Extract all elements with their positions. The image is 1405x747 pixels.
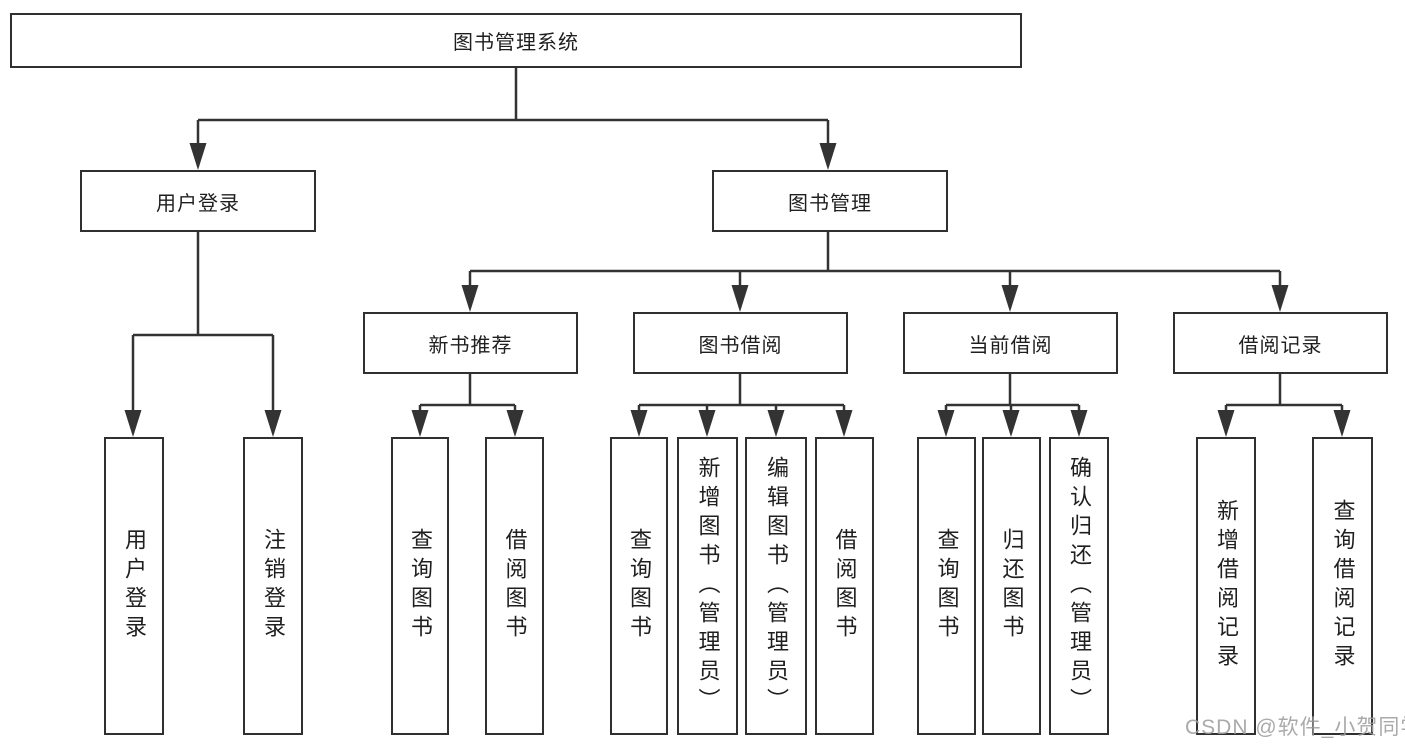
leaf-logout-login-label: 注销登录	[261, 528, 286, 644]
node-root: 图书管理系统	[10, 13, 1022, 68]
leaf-return-book-label: 归还图书	[999, 528, 1025, 644]
leaf-add-book-admin: 新增图书（管理员）	[677, 437, 738, 735]
leaf-query-borrow-record: 查询借阅记录	[1312, 437, 1373, 735]
leaf-add-book-admin-label: 新增图书（管理员）	[695, 455, 721, 717]
csdn-watermark: CSDN @软件_小贺同学	[1185, 716, 1405, 739]
node-book-borrow-label: 图书借阅	[698, 334, 783, 357]
node-root-label: 图书管理系统	[453, 32, 579, 54]
leaf-logout-login: 注销登录	[243, 437, 303, 735]
leaf-confirm-return-admin-label: 确认归还（管理员）	[1067, 455, 1092, 717]
leaf-add-borrow-record-label: 新增借阅记录	[1214, 499, 1239, 673]
node-book-management-label: 图书管理	[788, 192, 872, 215]
leaf-query-books-current-label: 查询图书	[934, 528, 960, 644]
leaf-borrow-books-borrow-label: 借阅图书	[832, 528, 858, 644]
leaf-confirm-return-admin: 确认归还（管理员）	[1049, 437, 1109, 735]
leaf-query-books-current: 查询图书	[917, 437, 976, 735]
leaf-return-book: 归还图书	[982, 437, 1041, 735]
leaf-user-login: 用户登录	[104, 437, 164, 735]
node-user-login-label: 用户登录	[156, 192, 240, 215]
leaf-query-books-borrow-label: 查询图书	[627, 528, 652, 644]
leaf-add-borrow-record: 新增借阅记录	[1196, 437, 1256, 735]
leaf-query-books-borrow: 查询图书	[610, 437, 668, 735]
leaf-query-borrow-record-label: 查询借阅记录	[1330, 499, 1356, 673]
node-user-login: 用户登录	[80, 170, 316, 232]
leaf-borrow-books-recommend-label: 借阅图书	[502, 528, 528, 644]
node-book-management: 图书管理	[712, 170, 948, 232]
leaf-borrow-books-borrow: 借阅图书	[815, 437, 874, 735]
leaf-query-books-recommend: 查询图书	[391, 437, 449, 735]
node-new-book-recommend: 新书推荐	[363, 312, 578, 374]
node-book-borrow: 图书借阅	[633, 312, 848, 374]
node-current-borrow-label: 当前借阅	[968, 334, 1053, 357]
node-current-borrow: 当前借阅	[903, 312, 1118, 374]
leaf-edit-book-admin: 编辑图书（管理员）	[745, 437, 807, 735]
leaf-user-login-label: 用户登录	[122, 528, 147, 644]
node-borrow-records: 借阅记录	[1173, 312, 1388, 374]
node-borrow-records-label: 借阅记录	[1238, 334, 1323, 357]
leaf-edit-book-admin-label: 编辑图书（管理员）	[764, 455, 789, 717]
leaf-query-books-recommend-label: 查询图书	[408, 528, 433, 644]
leaf-borrow-books-recommend: 借阅图书	[485, 437, 544, 735]
node-new-book-recommend-label: 新书推荐	[428, 334, 513, 357]
